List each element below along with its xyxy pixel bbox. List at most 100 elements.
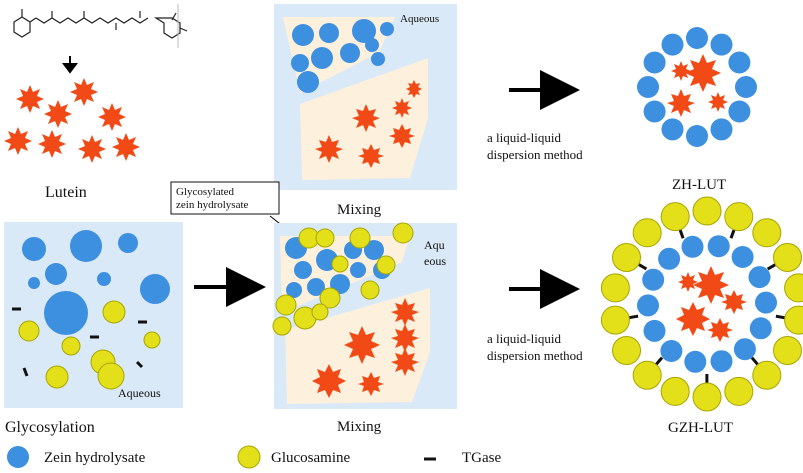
tgase-dash [637,262,648,271]
zein-particle [22,237,46,261]
lutein-star [312,364,346,398]
glucosamine-particle [315,228,335,248]
tgase-dash [654,356,664,367]
gzh-lut-label: GZH-LUT [668,420,733,436]
lutein-star [721,290,747,314]
zein-particle [643,319,666,342]
glucosamine-particle [724,202,754,232]
lutein-star [70,78,98,106]
glucosamine-particle [97,362,125,390]
lutein-star [389,124,415,148]
zein-particle [728,51,751,74]
glucosamine-particle [612,243,641,272]
zein-particle [44,291,88,335]
zein-particle [371,52,385,66]
lutein-star [78,135,106,163]
lutein-star [391,298,419,326]
tgase-dash [729,228,736,239]
gzh-lut-lutein-core [676,266,747,342]
zein-particle [733,338,756,361]
glucosamine-particle [376,255,396,275]
glucosamine-particle [773,336,802,365]
lutein-star [708,92,728,112]
glucosamine-particle [61,336,81,356]
zein-particle [661,33,684,56]
glucosamine-particle [600,273,630,303]
zein-particle [286,282,302,298]
zh-lut-zein-ring [637,27,757,147]
glucosamine-particle [752,360,782,390]
zein-particle [294,261,312,279]
gzh-lut-zein-ring [637,235,777,373]
zein-particle [749,317,772,340]
lutein-star [112,133,140,161]
lutein-star [671,61,691,81]
zein-particle [735,76,757,98]
zein-particle [380,22,394,36]
glucosamine-particle [660,202,690,232]
aqueous-label-glycosylation: Aqueous [118,386,161,400]
zein-particle [684,350,707,373]
zein-particle [686,125,708,147]
glucosamine-particle [632,360,662,390]
zein-particle [292,24,314,46]
zein-particle [70,230,102,262]
zein-particle [748,266,771,289]
zein-particle [45,263,67,285]
glucosamine-particle [349,227,371,249]
tgase-dash [766,262,778,271]
zein-particle [297,71,319,93]
zein-particle [686,27,708,49]
zein-particle [710,350,733,373]
zein-particle [311,47,333,69]
lutein-star [98,103,126,131]
legend-glucosamine-label: Glucosamine [271,450,350,466]
glucosamine-particle [331,255,349,273]
zein-particle [319,23,339,43]
tgase-dash [627,314,639,320]
down-arrow [62,56,78,74]
zein-particle [661,118,684,141]
zein-particle [307,278,325,296]
aqueous-label-top: Aqueous [400,13,439,25]
zein-particle [118,233,138,253]
zein-particle [755,291,777,314]
mixing-bottom-glucosamine [272,222,414,336]
callout-line1: Glycosylated [176,186,235,198]
lutein-star [352,104,380,132]
glucosamine-particle [773,243,802,272]
gzh-lut-tgase-dashes [627,228,787,384]
zein-particle [140,274,170,304]
glucosamine-particle [275,294,297,316]
glucosamine-particle [18,320,40,342]
glucosamine-particle [319,287,341,309]
lutein-label: Lutein [45,184,87,201]
zh-lut-label: ZH-LUT [672,177,726,193]
zein-particle [681,235,704,258]
zein-particle [660,340,683,362]
glucosamine-particle [143,331,161,349]
zein-particle [642,268,665,291]
zein-particle [352,19,376,43]
glucosamine-particle [724,376,754,406]
zein-particle [97,272,111,286]
lutein-star [44,100,72,128]
glucosamine-particle [784,305,803,335]
glycosylation-label: Glycosylation [5,419,95,436]
gzh-lut-glucosamine-shell [600,196,803,412]
glucosamine-particle [311,303,329,321]
lutein-star [358,144,384,168]
legend-zein-label: Zein hydrolysate [44,450,146,466]
glucosamine-particle [632,218,662,248]
zein-particle [643,100,666,123]
tgase-dash [775,314,787,320]
method-label-bottom-1: a liquid-liquid [487,331,562,346]
legend-zein-swatch [7,446,29,468]
mixing-top-lutein [315,80,422,168]
zein-particle [643,51,666,74]
lutein-star [4,127,32,155]
lutein-star [38,130,66,158]
mixing-label-top: Mixing [337,202,382,218]
glucosamine-particle [784,273,803,303]
glucosamine-particle [360,280,380,300]
